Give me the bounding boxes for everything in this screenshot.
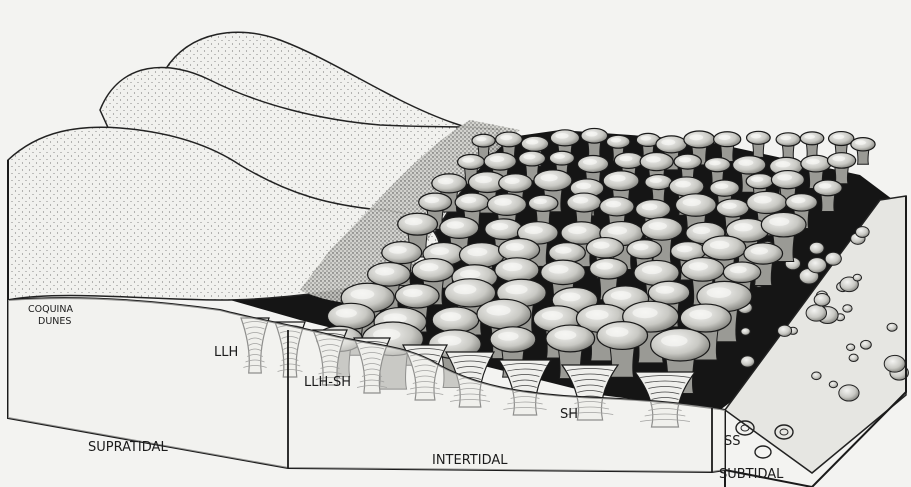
pebble bbox=[778, 325, 792, 336]
pebble bbox=[829, 381, 837, 388]
pebble bbox=[806, 305, 826, 321]
pebble bbox=[887, 323, 897, 331]
label-subtidal: SUBTIDAL bbox=[719, 467, 784, 482]
label-intertidal: INTERTIDAL bbox=[432, 453, 508, 468]
pebble bbox=[825, 252, 841, 265]
label-supratidal: SUPRATIDAL bbox=[88, 440, 168, 455]
pebble bbox=[856, 227, 870, 238]
pebble bbox=[808, 258, 827, 273]
label-ss: SS bbox=[724, 434, 741, 449]
pebble bbox=[814, 293, 830, 306]
pebble bbox=[884, 355, 905, 372]
pebble bbox=[741, 328, 750, 336]
label-sh: SH bbox=[560, 407, 578, 422]
label-coquina-line2: DUNES bbox=[38, 316, 71, 327]
pebble bbox=[839, 385, 859, 401]
pebble bbox=[853, 274, 861, 281]
pebble bbox=[861, 340, 872, 349]
pebble bbox=[812, 372, 821, 380]
pebble bbox=[809, 242, 824, 254]
label-coquina-line1: COQUINA bbox=[28, 304, 73, 315]
label-llh: LLH bbox=[214, 345, 238, 360]
pebble bbox=[843, 305, 852, 312]
label-llh-sh: LLH-SH bbox=[304, 375, 351, 390]
pebble bbox=[847, 344, 855, 351]
pebble bbox=[741, 356, 755, 367]
pebble bbox=[849, 354, 858, 361]
